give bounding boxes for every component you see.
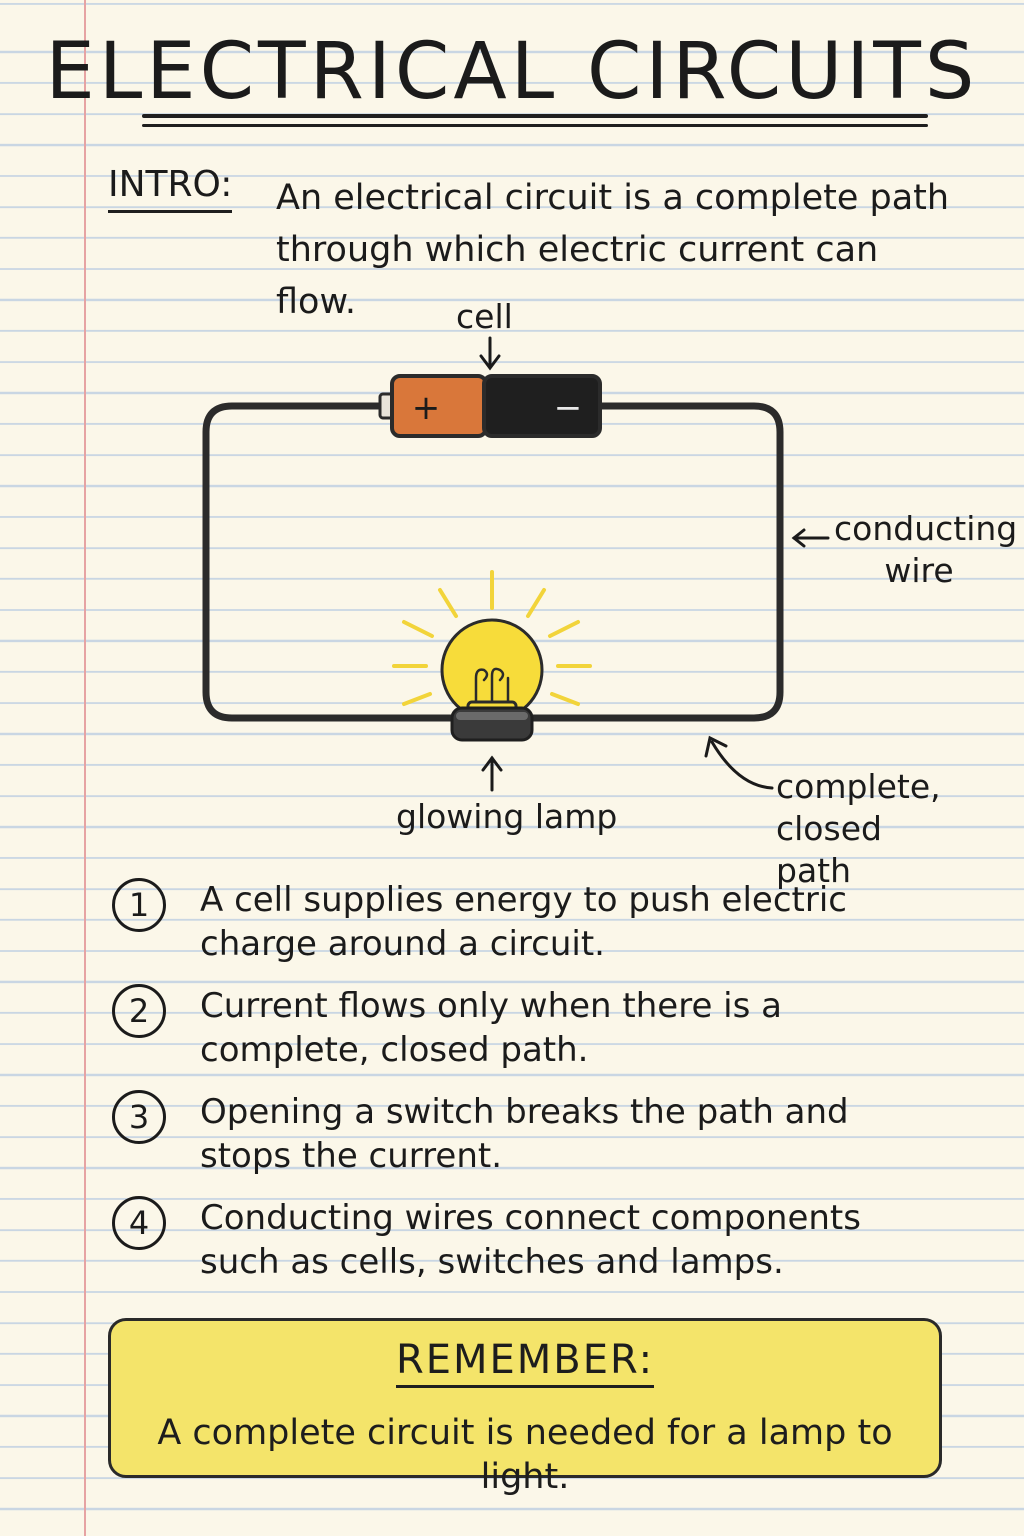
- title-underline: [142, 114, 928, 118]
- label-closed-path: complete, closed path: [776, 767, 941, 890]
- fact-number-badge: 3: [112, 1090, 166, 1144]
- circuit-drawing: + −: [202, 336, 830, 792]
- bulb-filament: [474, 667, 510, 706]
- conducting-wire: [202, 402, 784, 722]
- fact-text: Current flows only when there is a compl…: [200, 986, 782, 1070]
- cell-arrow: [479, 336, 501, 371]
- fact-text: A cell supplies energy to push electric …: [200, 880, 847, 964]
- wire-arrow: [791, 528, 830, 548]
- fact-text: Opening a switch breaks the path and sto…: [200, 1092, 849, 1176]
- remember-text: A complete circuit is needed for a lamp …: [157, 1413, 893, 1497]
- circuit-diagram: + −: [0, 280, 1024, 890]
- fact-item: 3 Opening a switch breaks the path and s…: [108, 1084, 968, 1190]
- remember-box: REMEMBER: A complete circuit is needed f…: [108, 1318, 942, 1497]
- battery-cell: + −: [378, 374, 602, 438]
- battery-plus-sign: +: [412, 388, 441, 428]
- intro-text: An electrical circuit is a complete path…: [276, 178, 950, 322]
- intro-label: INTRO:: [108, 160, 233, 213]
- light-rays: [392, 570, 592, 706]
- fact-number-badge: 2: [112, 984, 166, 1038]
- closed-path-arrow: [704, 735, 774, 790]
- lamp-arrow: [481, 755, 503, 792]
- page-title: ELECTRICAL CIRCUITS: [45, 27, 979, 117]
- battery-negative-end: [482, 374, 602, 438]
- remember-title-text: REMEMBER:: [395, 1337, 655, 1388]
- notebook-margin-line: [84, 0, 86, 1536]
- title-underline-second: [142, 124, 928, 127]
- facts-list: 1 A cell supplies energy to push electri…: [108, 872, 968, 1296]
- fact-number-badge: 4: [112, 1196, 166, 1250]
- fact-item: 1 A cell supplies energy to push electri…: [108, 872, 968, 978]
- glowing-lamp: [440, 618, 544, 742]
- remember-title: REMEMBER:: [111, 1335, 939, 1388]
- fact-number-badge: 1: [112, 878, 166, 932]
- label-cell: cell: [456, 297, 513, 336]
- label-conducting-wire: conducting wire: [834, 509, 1018, 590]
- fact-text: Conducting wires connect components such…: [200, 1198, 861, 1282]
- label-glowing-lamp: glowing lamp: [396, 797, 618, 836]
- fact-item: 4 Conducting wires connect components su…: [108, 1190, 968, 1296]
- battery-minus-sign: −: [554, 388, 583, 428]
- fact-item: 2 Current flows only when there is a com…: [108, 978, 968, 1084]
